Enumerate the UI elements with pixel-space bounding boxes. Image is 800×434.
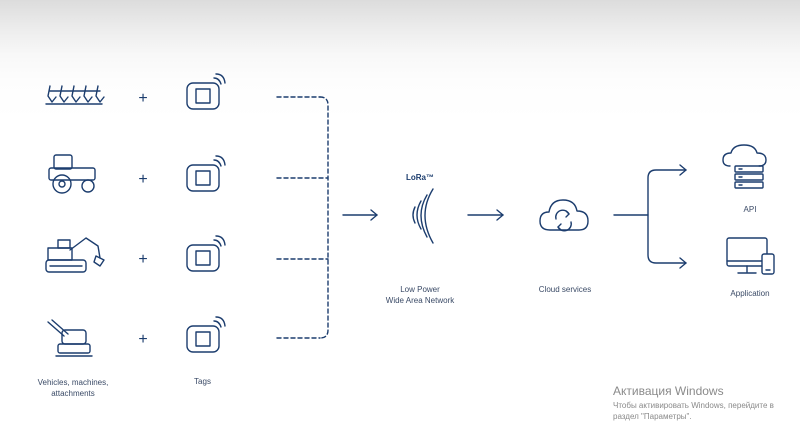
tag-icon [186,316,226,353]
radio-waves-icon [412,188,434,244]
compactor-icon [47,319,93,357]
tags-label: Tags [194,377,211,386]
dashed-connector [276,96,329,339]
tag-icon [186,155,226,192]
plus-sign: + [138,331,147,348]
watermark-line2: раздел "Параметры". [613,412,692,421]
watermark-line1: Чтобы активировать Windows, перейдите в [613,401,774,410]
plough-icon [45,85,105,105]
lpwan-label-line2: Wide Area Network [385,296,455,305]
application-label: Application [730,289,770,298]
cloud-services-label: Cloud services [538,285,592,294]
api-label: API [743,205,757,214]
plus-sign: + [138,171,147,188]
branch-connector [613,164,687,269]
watermark-title: Активация Windows [613,384,724,398]
excavator-icon [45,237,105,273]
arrow-to-lora [342,209,378,221]
plus-sign: + [138,251,147,268]
lora-label: LoRa™ [406,173,434,182]
monitor-phone-icon [726,237,775,275]
tag-icon [186,73,226,110]
tractor-icon [48,154,96,194]
vehicles-label: Vehicles, machines, attachments [37,378,109,398]
plus-sign: + [138,90,147,107]
arrow-to-cloud [467,209,504,221]
tag-icon [186,235,226,272]
cloud-sync-icon [539,199,589,232]
lpwan-label-line1: Low Power [400,285,440,294]
server-cloud-icon [722,144,767,189]
